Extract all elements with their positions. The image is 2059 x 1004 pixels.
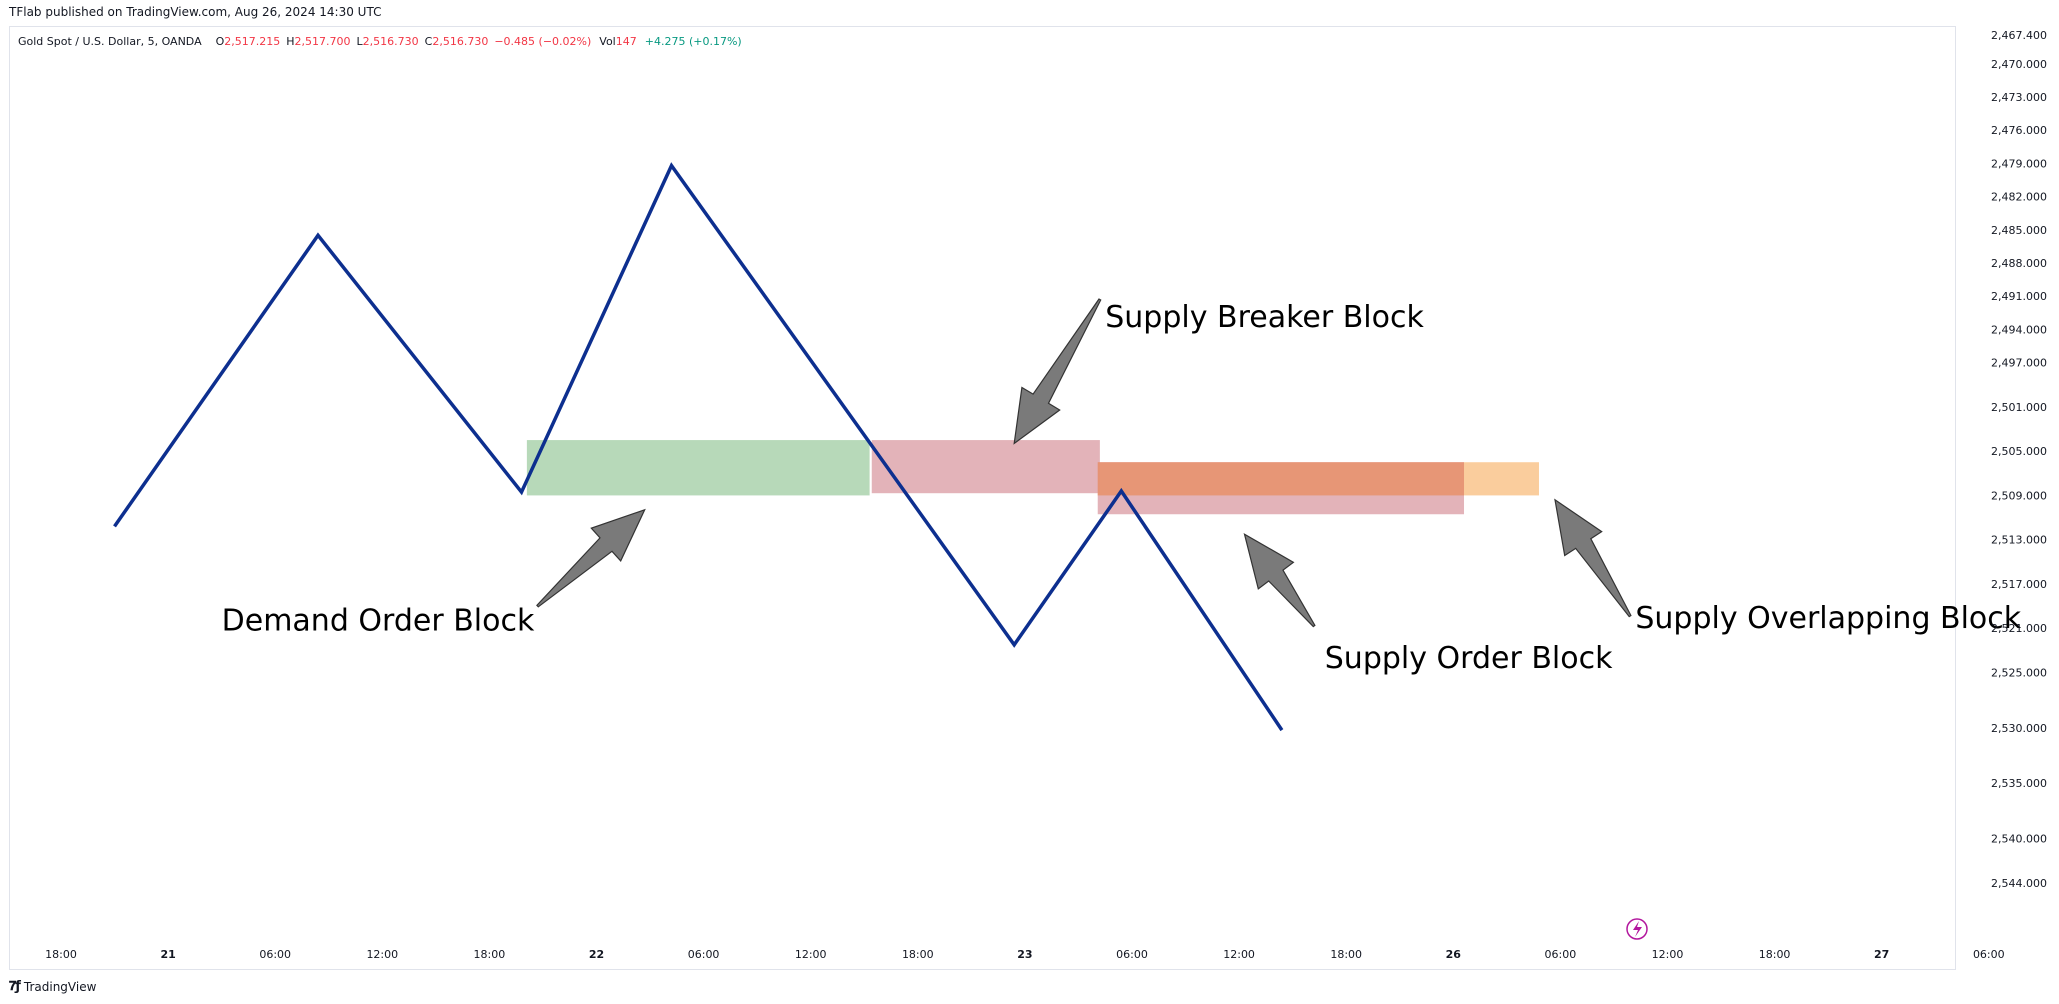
annotation-label: Supply Order Block <box>1325 641 1613 676</box>
annotation-label: Supply Breaker Block <box>1105 300 1424 335</box>
y-axis: 2,467.400 2,470.000 2,473.000 2,476.000 2,47… <box>1991 29 2047 890</box>
y-tick-label: 2,497.000 <box>1991 357 2047 370</box>
x-tick-label: 12:00 <box>1223 948 1255 961</box>
brand-name: TradingView <box>23 979 97 994</box>
demand-zone <box>526 440 870 496</box>
x-tick-label: 06:00 <box>1545 948 1577 961</box>
close-label: C <box>424 35 433 48</box>
x-tick-label: 27 <box>1874 948 1889 961</box>
y-tick-label: 2,479.000 <box>1991 157 2047 170</box>
x-tick-label: 06:00 <box>1973 948 2005 961</box>
y-tick-label: 2,505.000 <box>1991 445 2047 458</box>
y-tick-label: 2,494.000 <box>1991 323 2047 336</box>
open-label: O <box>215 35 225 48</box>
low-value: 2,516.730 <box>362 35 419 48</box>
x-axis: 18:00 21 06:00 12:00 18:00 22 06:00 12:00 18:00 2… <box>45 948 2005 961</box>
x-tick-label: 12:00 <box>1652 948 1684 961</box>
x-tick-label: 06:00 <box>688 948 720 961</box>
overlap-dark-zone <box>1097 462 1465 496</box>
y-tick-label: 2,482.000 <box>1991 191 2047 204</box>
y-tick-label: 2,491.000 <box>1991 290 2047 303</box>
x-tick-label: 12:00 <box>795 948 827 961</box>
series-layer <box>113 162 1284 732</box>
y-tick-label: 2,470.000 <box>1991 58 2047 71</box>
tradingview-logo-icon: 𝟕ƒ <box>9 979 21 994</box>
y-tick-label: 2,485.000 <box>1991 224 2047 237</box>
overlap-light-zone <box>1464 462 1539 496</box>
low-label: L <box>356 35 363 48</box>
symbol-name[interactable]: Gold Spot / U.S. Dollar, 5, OANDA <box>18 35 202 48</box>
y-tick-label: 2,473.000 <box>1991 91 2047 104</box>
x-tick-label: 26 <box>1446 948 1462 961</box>
y-tick-label: 2,525.000 <box>1991 667 2047 680</box>
y-tick-label: 2,540.000 <box>1991 833 2047 846</box>
y-tick-label: 2,513.000 <box>1991 534 2047 547</box>
lightning-icon[interactable] <box>1626 918 1648 940</box>
x-tick-label: 18:00 <box>902 948 934 961</box>
x-tick-label: 18:00 <box>1330 948 1362 961</box>
x-tick-label: 18:00 <box>474 948 506 961</box>
price-change: −0.485 (−0.02%) <box>494 35 592 48</box>
x-tick-label: 18:00 <box>45 948 77 961</box>
y-tick-label: 2,488.000 <box>1991 257 2047 270</box>
arrows-layer <box>536 298 1632 628</box>
y-tick-label: 2,535.000 <box>1991 777 2047 790</box>
arrow-icon <box>1013 298 1102 445</box>
arrow-icon <box>1554 498 1632 618</box>
volume-value: 147 <box>615 35 637 48</box>
y-tick-label: 2,476.000 <box>1991 124 2047 137</box>
arrow-icon <box>1243 532 1316 628</box>
tradingview-branding[interactable]: 𝟕ƒ TradingView <box>9 979 96 994</box>
supply-breaker-zone <box>871 440 1100 494</box>
x-tick-label: 22 <box>589 948 604 961</box>
annotation-label: Demand Order Block <box>222 603 535 638</box>
zones-layer <box>526 440 1539 515</box>
y-tick-label: 2,501.000 <box>1991 401 2047 414</box>
open-value: 2,517.215 <box>224 35 281 48</box>
x-tick-label: 06:00 <box>259 948 291 961</box>
high-value: 2,517.700 <box>294 35 351 48</box>
x-tick-label: 18:00 <box>1759 948 1791 961</box>
y-tick-label: 2,521.000 <box>1991 622 2047 635</box>
y-tick-label: 2,509.000 <box>1991 489 2047 502</box>
published-caption: TFlab published on TradingView.com, Aug … <box>9 5 382 19</box>
x-tick-label: 21 <box>160 948 175 961</box>
y-tick-label: 2,530.000 <box>1991 722 2047 735</box>
volume-change: +4.275 (+0.17%) <box>644 35 742 48</box>
high-label: H <box>286 35 295 48</box>
chart-frame[interactable] <box>9 26 1956 970</box>
x-tick-label: 23 <box>1017 948 1032 961</box>
volume-label: Vol <box>599 35 616 48</box>
y-tick-label: 2,467.400 <box>1991 29 2047 42</box>
x-tick-label: 12:00 <box>366 948 398 961</box>
x-tick-label: 06:00 <box>1116 948 1148 961</box>
y-tick-label: 2,517.000 <box>1991 578 2047 591</box>
arrow-icon <box>536 508 646 608</box>
close-value: 2,516.730 <box>432 35 489 48</box>
y-tick-label: 2,544.000 <box>1991 877 2047 890</box>
annotation-label: Supply Overlapping Block <box>1635 601 2021 636</box>
